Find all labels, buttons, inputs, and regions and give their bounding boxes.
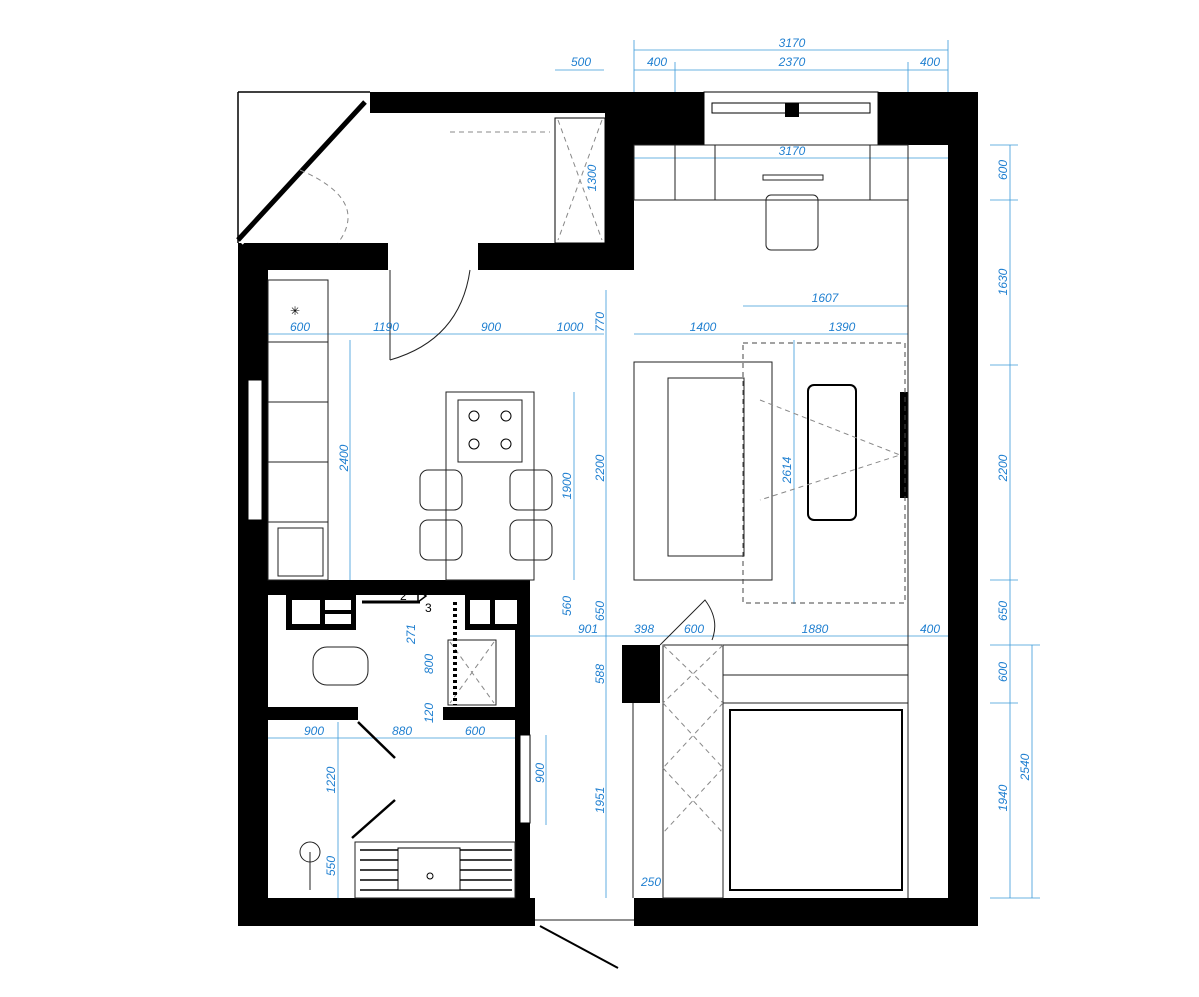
dim-label: 650 — [996, 601, 1010, 621]
dim-label: 2614 — [780, 456, 794, 484]
dim-label: 1951 — [593, 787, 607, 814]
balcony — [236, 91, 606, 245]
dim-label: 1390 — [829, 320, 856, 334]
dimension-lines — [268, 40, 1040, 899]
door-mark-2: 2 — [400, 589, 407, 603]
door-mark-3: 3 — [425, 601, 432, 615]
dim-label: 560 — [560, 596, 574, 616]
dim-label: 1630 — [996, 268, 1010, 295]
dim-label: 880 — [392, 724, 412, 738]
dim-label: 900 — [304, 724, 324, 738]
dim-label: 2400 — [337, 444, 351, 472]
dim-label: 600 — [290, 320, 310, 334]
dim-label: 770 — [593, 312, 607, 332]
horizontal-dimensions: 500 3170 400 2370 400 3170 600 1190 900 … — [290, 36, 940, 889]
window-top — [703, 91, 879, 146]
dim-label: 2540 — [1018, 753, 1032, 781]
dim-label: 1220 — [324, 766, 338, 793]
dim-label: 400 — [920, 55, 940, 69]
walls — [238, 92, 978, 926]
dim-label: 900 — [533, 763, 547, 783]
dim-label: 901 — [578, 622, 598, 636]
dining-chairs — [419, 469, 553, 561]
dim-label: 3170 — [779, 144, 806, 158]
dim-label: 600 — [465, 724, 485, 738]
dim-label: 1900 — [560, 472, 574, 499]
dim-label: 398 — [634, 622, 654, 636]
kitchen: ✳ — [267, 279, 553, 581]
dim-label: 2200 — [996, 454, 1010, 482]
bedroom — [632, 599, 908, 899]
vertical-dimensions: 1300 600 1630 2200 650 600 1940 2540 770… — [324, 160, 1032, 876]
dim-label: 650 — [593, 601, 607, 621]
dim-label: 271 — [404, 624, 418, 645]
dim-label: 1607 — [812, 291, 840, 305]
dim-label: 550 — [324, 856, 338, 876]
dim-label: 600 — [996, 160, 1010, 180]
dim-label: 1880 — [802, 622, 829, 636]
dim-label: 1300 — [585, 164, 599, 191]
dim-label: 250 — [640, 875, 661, 889]
dim-label: 800 — [422, 654, 436, 674]
bathroom: 2 3 — [286, 588, 523, 899]
entry-door-bottom[interactable] — [535, 919, 634, 969]
dim-label: 588 — [593, 664, 607, 684]
dim-label: 400 — [920, 622, 940, 636]
dim-label: 500 — [571, 55, 591, 69]
dim-label: 1940 — [996, 784, 1010, 811]
dim-label: 120 — [422, 703, 436, 723]
dim-label: 2370 — [778, 55, 806, 69]
dim-label: 1000 — [557, 320, 584, 334]
dim-label: 400 — [647, 55, 667, 69]
dim-label: 600 — [684, 622, 704, 636]
dim-label: 1400 — [690, 320, 717, 334]
dim-label: 900 — [481, 320, 501, 334]
dim-label: 3170 — [779, 36, 806, 50]
living-room — [633, 144, 909, 898]
entrance-door[interactable] — [389, 269, 471, 361]
dim-label: 2200 — [593, 454, 607, 482]
dim-label: 600 — [996, 662, 1010, 682]
dim-label: 1190 — [373, 320, 399, 334]
extractor-icon: ✳ — [290, 304, 300, 318]
